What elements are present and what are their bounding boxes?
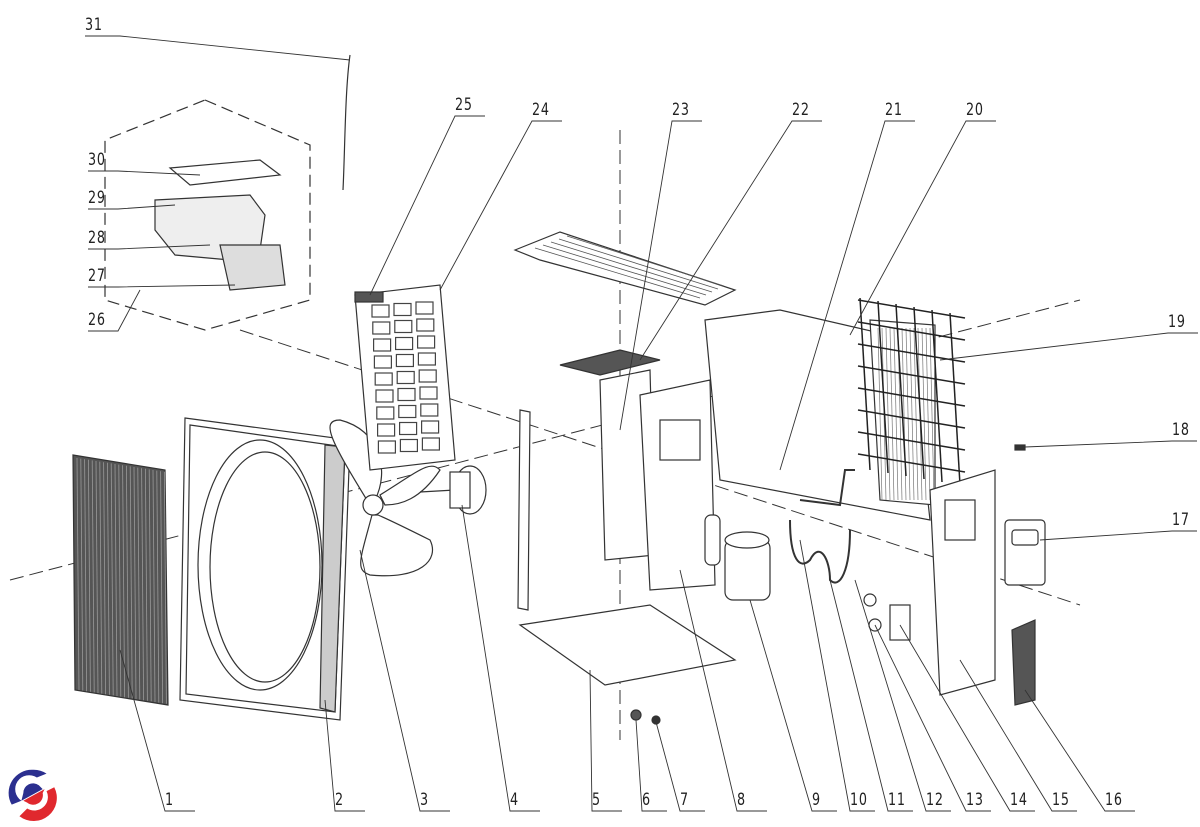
part-25 bbox=[354, 291, 384, 303]
part-label-26: 26 bbox=[88, 310, 106, 330]
leader-line-11 bbox=[829, 579, 913, 812]
part-label-21: 21 bbox=[885, 100, 903, 120]
side-bracket bbox=[517, 409, 531, 611]
part-label-29: 29 bbox=[88, 188, 106, 208]
leader-line-12 bbox=[854, 579, 951, 812]
part-label-22: 22 bbox=[792, 100, 810, 120]
leader-line-27 bbox=[88, 284, 236, 288]
leader-line-10 bbox=[799, 539, 875, 812]
part-label-15: 15 bbox=[1052, 790, 1070, 810]
leader-line-3 bbox=[359, 549, 450, 812]
part-label-20: 20 bbox=[966, 100, 984, 120]
part-label-13: 13 bbox=[966, 790, 984, 810]
leader-line-28 bbox=[88, 244, 211, 250]
part-17-handle bbox=[1004, 519, 1046, 586]
leader-line-22 bbox=[639, 120, 822, 361]
part-label-23: 23 bbox=[672, 100, 690, 120]
leader-line-2 bbox=[324, 699, 365, 812]
leader-line-6 bbox=[635, 719, 667, 812]
leader-line-9 bbox=[749, 599, 837, 812]
part-6 bbox=[630, 709, 642, 721]
part-label-28: 28 bbox=[88, 228, 106, 248]
part-label-17: 17 bbox=[1172, 510, 1190, 530]
leader-line-21 bbox=[779, 120, 915, 471]
part-27-board bbox=[219, 244, 286, 291]
part-1-grille bbox=[72, 454, 169, 706]
brand-logo bbox=[8, 769, 57, 822]
part-label-31: 31 bbox=[85, 15, 103, 35]
leader-line-1 bbox=[119, 649, 195, 812]
leader-line-5 bbox=[589, 669, 622, 812]
leader-line-4 bbox=[461, 504, 540, 812]
leader-line-24 bbox=[439, 120, 562, 291]
part-16-cover bbox=[1011, 619, 1036, 706]
part-2-front-panel bbox=[179, 417, 351, 721]
part-label-3: 3 bbox=[420, 790, 429, 810]
leader-line-19 bbox=[939, 332, 1198, 361]
part-label-18: 18 bbox=[1172, 420, 1190, 440]
part-7 bbox=[651, 715, 661, 725]
part-24-motor-support bbox=[354, 284, 456, 471]
part-label-4: 4 bbox=[510, 790, 519, 810]
leader-line-17 bbox=[1039, 530, 1197, 541]
leader-line-29 bbox=[88, 204, 176, 210]
part-30-plate bbox=[168, 159, 282, 186]
leader-line-25 bbox=[369, 115, 485, 296]
part-label-25: 25 bbox=[455, 95, 473, 115]
part-23-electrical-box bbox=[559, 349, 661, 376]
part-20-condenser bbox=[704, 309, 936, 521]
leader-line-13 bbox=[874, 624, 991, 812]
part-label-11: 11 bbox=[888, 790, 906, 810]
part-5-base bbox=[518, 604, 737, 686]
part-label-24: 24 bbox=[532, 100, 550, 120]
part-label-1: 1 bbox=[165, 790, 174, 810]
leader-line-23 bbox=[619, 120, 702, 431]
part-label-8: 8 bbox=[737, 790, 746, 810]
leader-line-30 bbox=[88, 170, 201, 176]
leader-line-7 bbox=[655, 721, 705, 812]
leader-line-16 bbox=[1024, 689, 1135, 812]
part-label-9: 9 bbox=[812, 790, 821, 810]
part-label-2: 2 bbox=[335, 790, 344, 810]
part-18-screw bbox=[1014, 444, 1026, 451]
leader-line-18 bbox=[1024, 440, 1197, 448]
leader-line-14 bbox=[899, 624, 1035, 812]
part-label-7: 7 bbox=[680, 790, 689, 810]
leader-lines bbox=[85, 35, 1198, 812]
part-label-16: 16 bbox=[1105, 790, 1123, 810]
part-label-6: 6 bbox=[642, 790, 651, 810]
pipe-assembly bbox=[789, 469, 855, 584]
leader-line-8 bbox=[679, 569, 767, 812]
control-box-outline bbox=[104, 99, 311, 331]
part-label-19: 19 bbox=[1168, 312, 1186, 332]
leader-line-20 bbox=[849, 120, 996, 336]
leader-line-15 bbox=[959, 659, 1077, 812]
leader-line-26 bbox=[88, 289, 141, 332]
part-8-partition bbox=[599, 369, 716, 591]
part-label-30: 30 bbox=[88, 150, 106, 170]
part-label-10: 10 bbox=[850, 790, 868, 810]
part-label-27: 27 bbox=[88, 266, 106, 286]
part-label-12: 12 bbox=[926, 790, 944, 810]
part-label-5: 5 bbox=[592, 790, 601, 810]
leader-line-31 bbox=[85, 35, 351, 61]
part-15-side-panel bbox=[929, 469, 996, 696]
part-4-motor bbox=[419, 465, 487, 515]
part-label-14: 14 bbox=[1010, 790, 1028, 810]
part-31-wire bbox=[342, 54, 351, 191]
part-9-compressor bbox=[704, 514, 771, 601]
part-22-top-cover bbox=[513, 231, 737, 306]
